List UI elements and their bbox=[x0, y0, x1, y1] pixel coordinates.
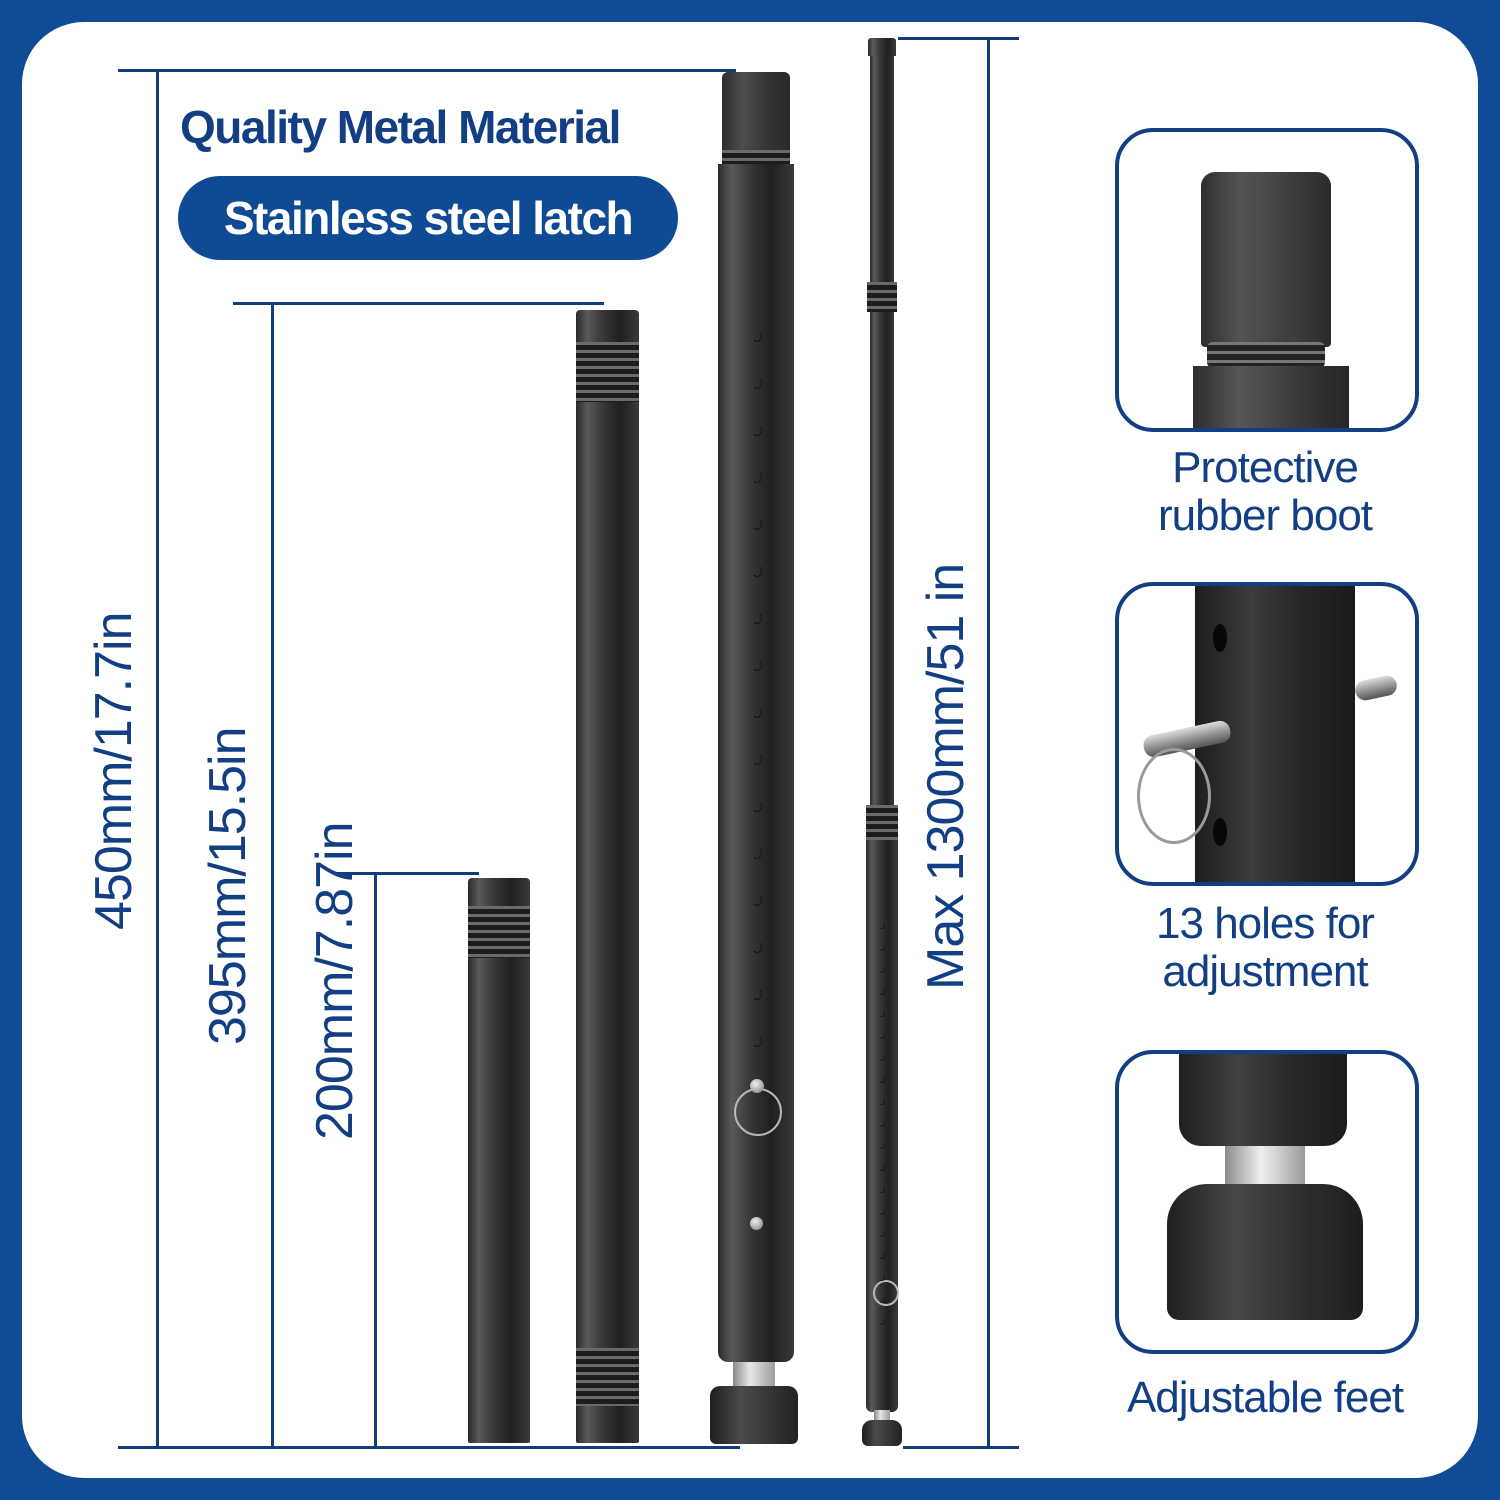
hole-icon bbox=[1213, 818, 1227, 846]
hole-icon bbox=[879, 1252, 885, 1259]
hole-icon bbox=[752, 377, 762, 389]
latch-pin-icon bbox=[750, 1079, 764, 1093]
hole-icon bbox=[752, 706, 762, 718]
tube-threads-bottom bbox=[576, 1348, 639, 1406]
hole-icon bbox=[752, 565, 762, 577]
boot-closeup-cap bbox=[1201, 172, 1331, 347]
badge-stainless-latch: Stainless steel latch bbox=[178, 176, 678, 260]
rivet-icon bbox=[750, 1217, 763, 1230]
boot-groove bbox=[722, 150, 790, 164]
caption-line: Adjustable feet bbox=[1126, 1373, 1404, 1422]
hole-icon bbox=[752, 941, 762, 953]
caption-line: rubber boot bbox=[1157, 491, 1373, 540]
feet-closeup-tube bbox=[1179, 1054, 1347, 1146]
dim-baseline-left bbox=[118, 1446, 740, 1449]
hole-icon bbox=[879, 1120, 885, 1127]
hole-icon bbox=[879, 922, 885, 929]
dim-line-450-top bbox=[118, 69, 736, 72]
caption-feet: Adjustable feet bbox=[1100, 1374, 1430, 1422]
hole-icon bbox=[879, 988, 885, 995]
boot-closeup-groove bbox=[1207, 342, 1325, 368]
hole-icon bbox=[752, 424, 762, 436]
hole-icon bbox=[752, 988, 762, 1000]
pole-thread-lower bbox=[866, 805, 898, 841]
dim-baseline-right bbox=[903, 1446, 1019, 1449]
hole-icon bbox=[752, 518, 762, 530]
hole-icon bbox=[1213, 624, 1227, 652]
hole-icon bbox=[879, 1098, 885, 1105]
badge-label: Stainless steel latch bbox=[223, 192, 634, 244]
boot-closeup-tube bbox=[1193, 366, 1349, 428]
tube-threads bbox=[468, 906, 530, 958]
caption-rubber-boot: Protective rubber boot bbox=[1100, 444, 1430, 540]
latch-pin-end bbox=[1353, 673, 1399, 703]
dim-line-200-top bbox=[337, 872, 479, 875]
hole-icon bbox=[879, 1318, 885, 1325]
latch-ring-icon bbox=[734, 1088, 782, 1136]
hole-icon bbox=[752, 1035, 762, 1047]
pole-top-cap bbox=[868, 38, 896, 56]
hole-icon bbox=[752, 800, 762, 812]
caption-holes: 13 holes for adjustment bbox=[1100, 900, 1430, 996]
hole-icon bbox=[879, 1164, 885, 1171]
rubber-boot-cap bbox=[722, 72, 790, 150]
caption-line: Protective bbox=[1172, 443, 1359, 492]
adjustable-foot bbox=[710, 1386, 798, 1444]
dim-label-450: 450mm/17.7in bbox=[85, 612, 143, 930]
dim-line-200-vertical bbox=[374, 873, 377, 1448]
dim-label-395: 395mm/15.5in bbox=[199, 727, 257, 1045]
dim-label-max: Max 1300mm/51 in bbox=[917, 563, 975, 990]
dim-line-max-vertical bbox=[987, 38, 990, 1448]
hole-icon bbox=[879, 966, 885, 973]
feature-panel-rubber-boot bbox=[1115, 128, 1419, 432]
hole-icon bbox=[879, 1054, 885, 1061]
pole-foot bbox=[862, 1420, 902, 1446]
dim-line-395-vertical bbox=[271, 303, 274, 1448]
hex-nut bbox=[733, 1362, 775, 1390]
feature-panel-holes bbox=[1115, 582, 1419, 886]
hole-icon bbox=[879, 1142, 885, 1149]
hole-icon bbox=[879, 1032, 885, 1039]
pole-hex-nut bbox=[874, 1410, 890, 1422]
feet-closeup-base bbox=[1167, 1184, 1363, 1320]
hole-icon bbox=[752, 753, 762, 765]
headline-quality-metal: Quality Metal Material bbox=[180, 101, 621, 153]
dim-line-450-vertical bbox=[156, 70, 159, 1448]
hole-icon bbox=[879, 944, 885, 951]
caption-line: 13 holes for bbox=[1156, 899, 1375, 948]
tube-middle-395mm bbox=[576, 310, 639, 1443]
caption-line: adjustment bbox=[1162, 947, 1368, 996]
tube-short-200mm bbox=[468, 878, 530, 1443]
hole-icon bbox=[752, 330, 762, 342]
hole-icon bbox=[752, 847, 762, 859]
hole-icon bbox=[879, 1010, 885, 1017]
pole-upper-section bbox=[870, 56, 894, 818]
hole-icon bbox=[879, 1076, 885, 1083]
split-ring-icon bbox=[1137, 748, 1211, 844]
hole-icon bbox=[879, 1208, 885, 1215]
tube-threads-top bbox=[576, 342, 639, 402]
hole-icon bbox=[879, 1230, 885, 1237]
hole-icon bbox=[752, 659, 762, 671]
hole-icon bbox=[879, 1296, 885, 1303]
feature-panel-feet bbox=[1115, 1050, 1419, 1354]
hole-icon bbox=[879, 1186, 885, 1193]
hole-icon bbox=[752, 894, 762, 906]
dim-line-395-top bbox=[233, 302, 604, 305]
hole-icon bbox=[879, 1274, 885, 1281]
hole-icon bbox=[752, 612, 762, 624]
hole-icon bbox=[752, 471, 762, 483]
dim-label-200: 200mm/7.87in bbox=[306, 822, 364, 1140]
dim-line-max-top bbox=[898, 37, 1019, 40]
pole-latch-ring-icon bbox=[873, 1280, 899, 1306]
pole-thread-upper bbox=[867, 282, 897, 312]
